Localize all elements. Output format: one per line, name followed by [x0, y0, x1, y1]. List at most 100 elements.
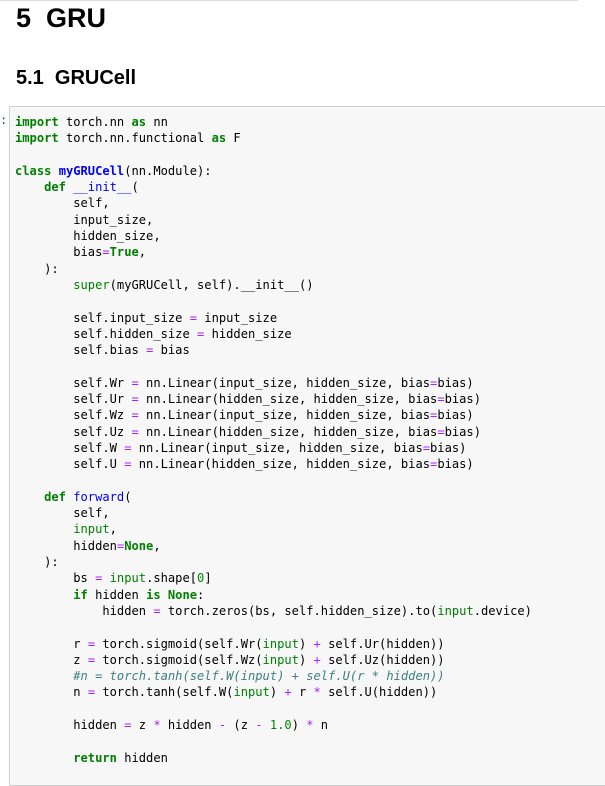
code-line: bs = input.shape[0] [15, 570, 532, 586]
code-text: ( [131, 180, 139, 195]
code-operator: = [430, 408, 438, 423]
code-text: nn.Linear(input_size, hidden_size, bias [131, 440, 423, 455]
code-number: 1.0 [269, 717, 292, 732]
code-line: def forward( [15, 489, 532, 505]
code-text: torch.sigmoid(self.Wr( [95, 636, 263, 651]
code-line: self.Wr = nn.Linear(input_size, hidden_s… [15, 375, 532, 391]
code-line: self.Uz = nn.Linear(hidden_size, hidden_… [15, 424, 532, 440]
code-text: self.hidden_size [15, 326, 198, 341]
code-builtin: input [437, 603, 474, 618]
code-text [263, 718, 270, 732]
code-line: #n = torch.tanh(self.W(input) + self.U(r… [15, 668, 532, 684]
code-cell[interactable] [9, 106, 605, 786]
code-text: , [109, 522, 117, 537]
code-operator: = [437, 424, 445, 439]
code-text: (z [226, 717, 256, 732]
code-operator: = [131, 408, 139, 423]
code-line: self.Wz = nn.Linear(input_size, hidden_s… [15, 407, 532, 423]
code-line: z = torch.sigmoid(self.Wz(input) + self.… [15, 652, 532, 668]
code-line: bias=True, [15, 244, 532, 260]
code-operator: = [422, 440, 431, 455]
code-line: self.input_size = input_size [15, 310, 532, 326]
code-text: : [197, 587, 205, 602]
code-text: self.Ur [15, 392, 132, 407]
code-keyword: as [211, 131, 227, 146]
code-keyword: return [73, 750, 117, 765]
code-number: 0 [197, 571, 205, 586]
code-keyword: None [167, 587, 198, 602]
code-text [102, 571, 109, 585]
code-text: self.Uz [15, 424, 132, 439]
code-text: torch.nn [58, 115, 132, 129]
code-text: self.Uz(hidden)) [320, 652, 445, 667]
code-line: ): [15, 554, 532, 570]
code-line [15, 147, 532, 163]
code-line: import torch.nn as nn [15, 114, 532, 130]
code-text: nn.Linear(hidden_size, hidden_size, bias [138, 392, 438, 407]
code-text: nn.Linear(input_size, hidden_size, bias [138, 408, 431, 423]
code-text: ( [124, 489, 132, 504]
cell-prompt: : [0, 113, 8, 127]
code-line: return hidden [15, 750, 532, 766]
code-text: hidden [15, 603, 154, 618]
code-operator: * [153, 717, 161, 732]
code-keyword: is [146, 587, 161, 602]
code-text [15, 522, 73, 536]
code-line: self.U = nn.Linear(hidden_size, hidden_s… [15, 456, 532, 472]
code-function-name: __init__ [73, 180, 132, 195]
code-text: bias [153, 343, 190, 358]
code-text: ) [298, 652, 314, 667]
code-line: self, [15, 195, 532, 211]
code-line: n = torch.tanh(self.W(input) + r * self.… [15, 684, 532, 700]
code-operator: = [146, 343, 154, 358]
code-text [51, 164, 58, 178]
code-text: nn [146, 115, 168, 129]
code-text: .device) [473, 603, 532, 618]
code-line: class myGRUCell(nn.Module): [15, 163, 532, 179]
code-operator: * [306, 717, 314, 732]
code-text: torch.zeros(bs, self.hidden_size).to( [160, 603, 438, 618]
code-operator: = [95, 571, 103, 586]
code-operator: = [153, 603, 161, 618]
code-text: ) [298, 636, 314, 651]
code-line: import torch.nn.functional as F [15, 130, 532, 146]
code-text: hidden [116, 750, 168, 765]
code-text: .shape[ [146, 571, 198, 586]
code-line [15, 701, 532, 717]
code-operator: = [430, 457, 438, 472]
code-text: self.U [15, 457, 125, 472]
code-text [15, 180, 44, 194]
code-text: , [153, 538, 161, 553]
code-line: ): [15, 261, 532, 277]
code-text: torch.sigmoid(self.Wz( [95, 652, 263, 667]
code-text: bias) [444, 424, 481, 439]
code-text: bias) [444, 392, 481, 407]
code-line: self.bias = bias [15, 342, 532, 358]
code-line [15, 619, 532, 635]
code-text [15, 669, 73, 683]
code-builtin: input [262, 652, 299, 667]
code-text: z [131, 717, 154, 732]
code-text: torch.nn.functional [58, 131, 212, 146]
code-line [15, 733, 532, 749]
section-heading-gru: 5 GRU [16, 3, 107, 33]
top-divider [0, 0, 578, 1]
code-text: self.Wr [15, 375, 132, 390]
code-line: hidden=None, [15, 538, 532, 554]
code-operator: = [131, 392, 139, 407]
code-operator: = [102, 245, 110, 260]
code-line [15, 293, 532, 309]
code-text: hidden [87, 587, 147, 602]
code-line: self, [15, 505, 532, 521]
code-function-name: forward [73, 489, 125, 504]
code-line [15, 473, 532, 489]
code-text: n [313, 717, 329, 732]
code-operator: = [87, 685, 96, 700]
code-operator: = [116, 538, 125, 553]
code-text: , [138, 245, 147, 260]
code-line: input_size, [15, 212, 532, 228]
code-text: hidden [160, 717, 219, 732]
code-text: hidden_size [204, 326, 292, 341]
code-builtin: input [262, 636, 299, 651]
